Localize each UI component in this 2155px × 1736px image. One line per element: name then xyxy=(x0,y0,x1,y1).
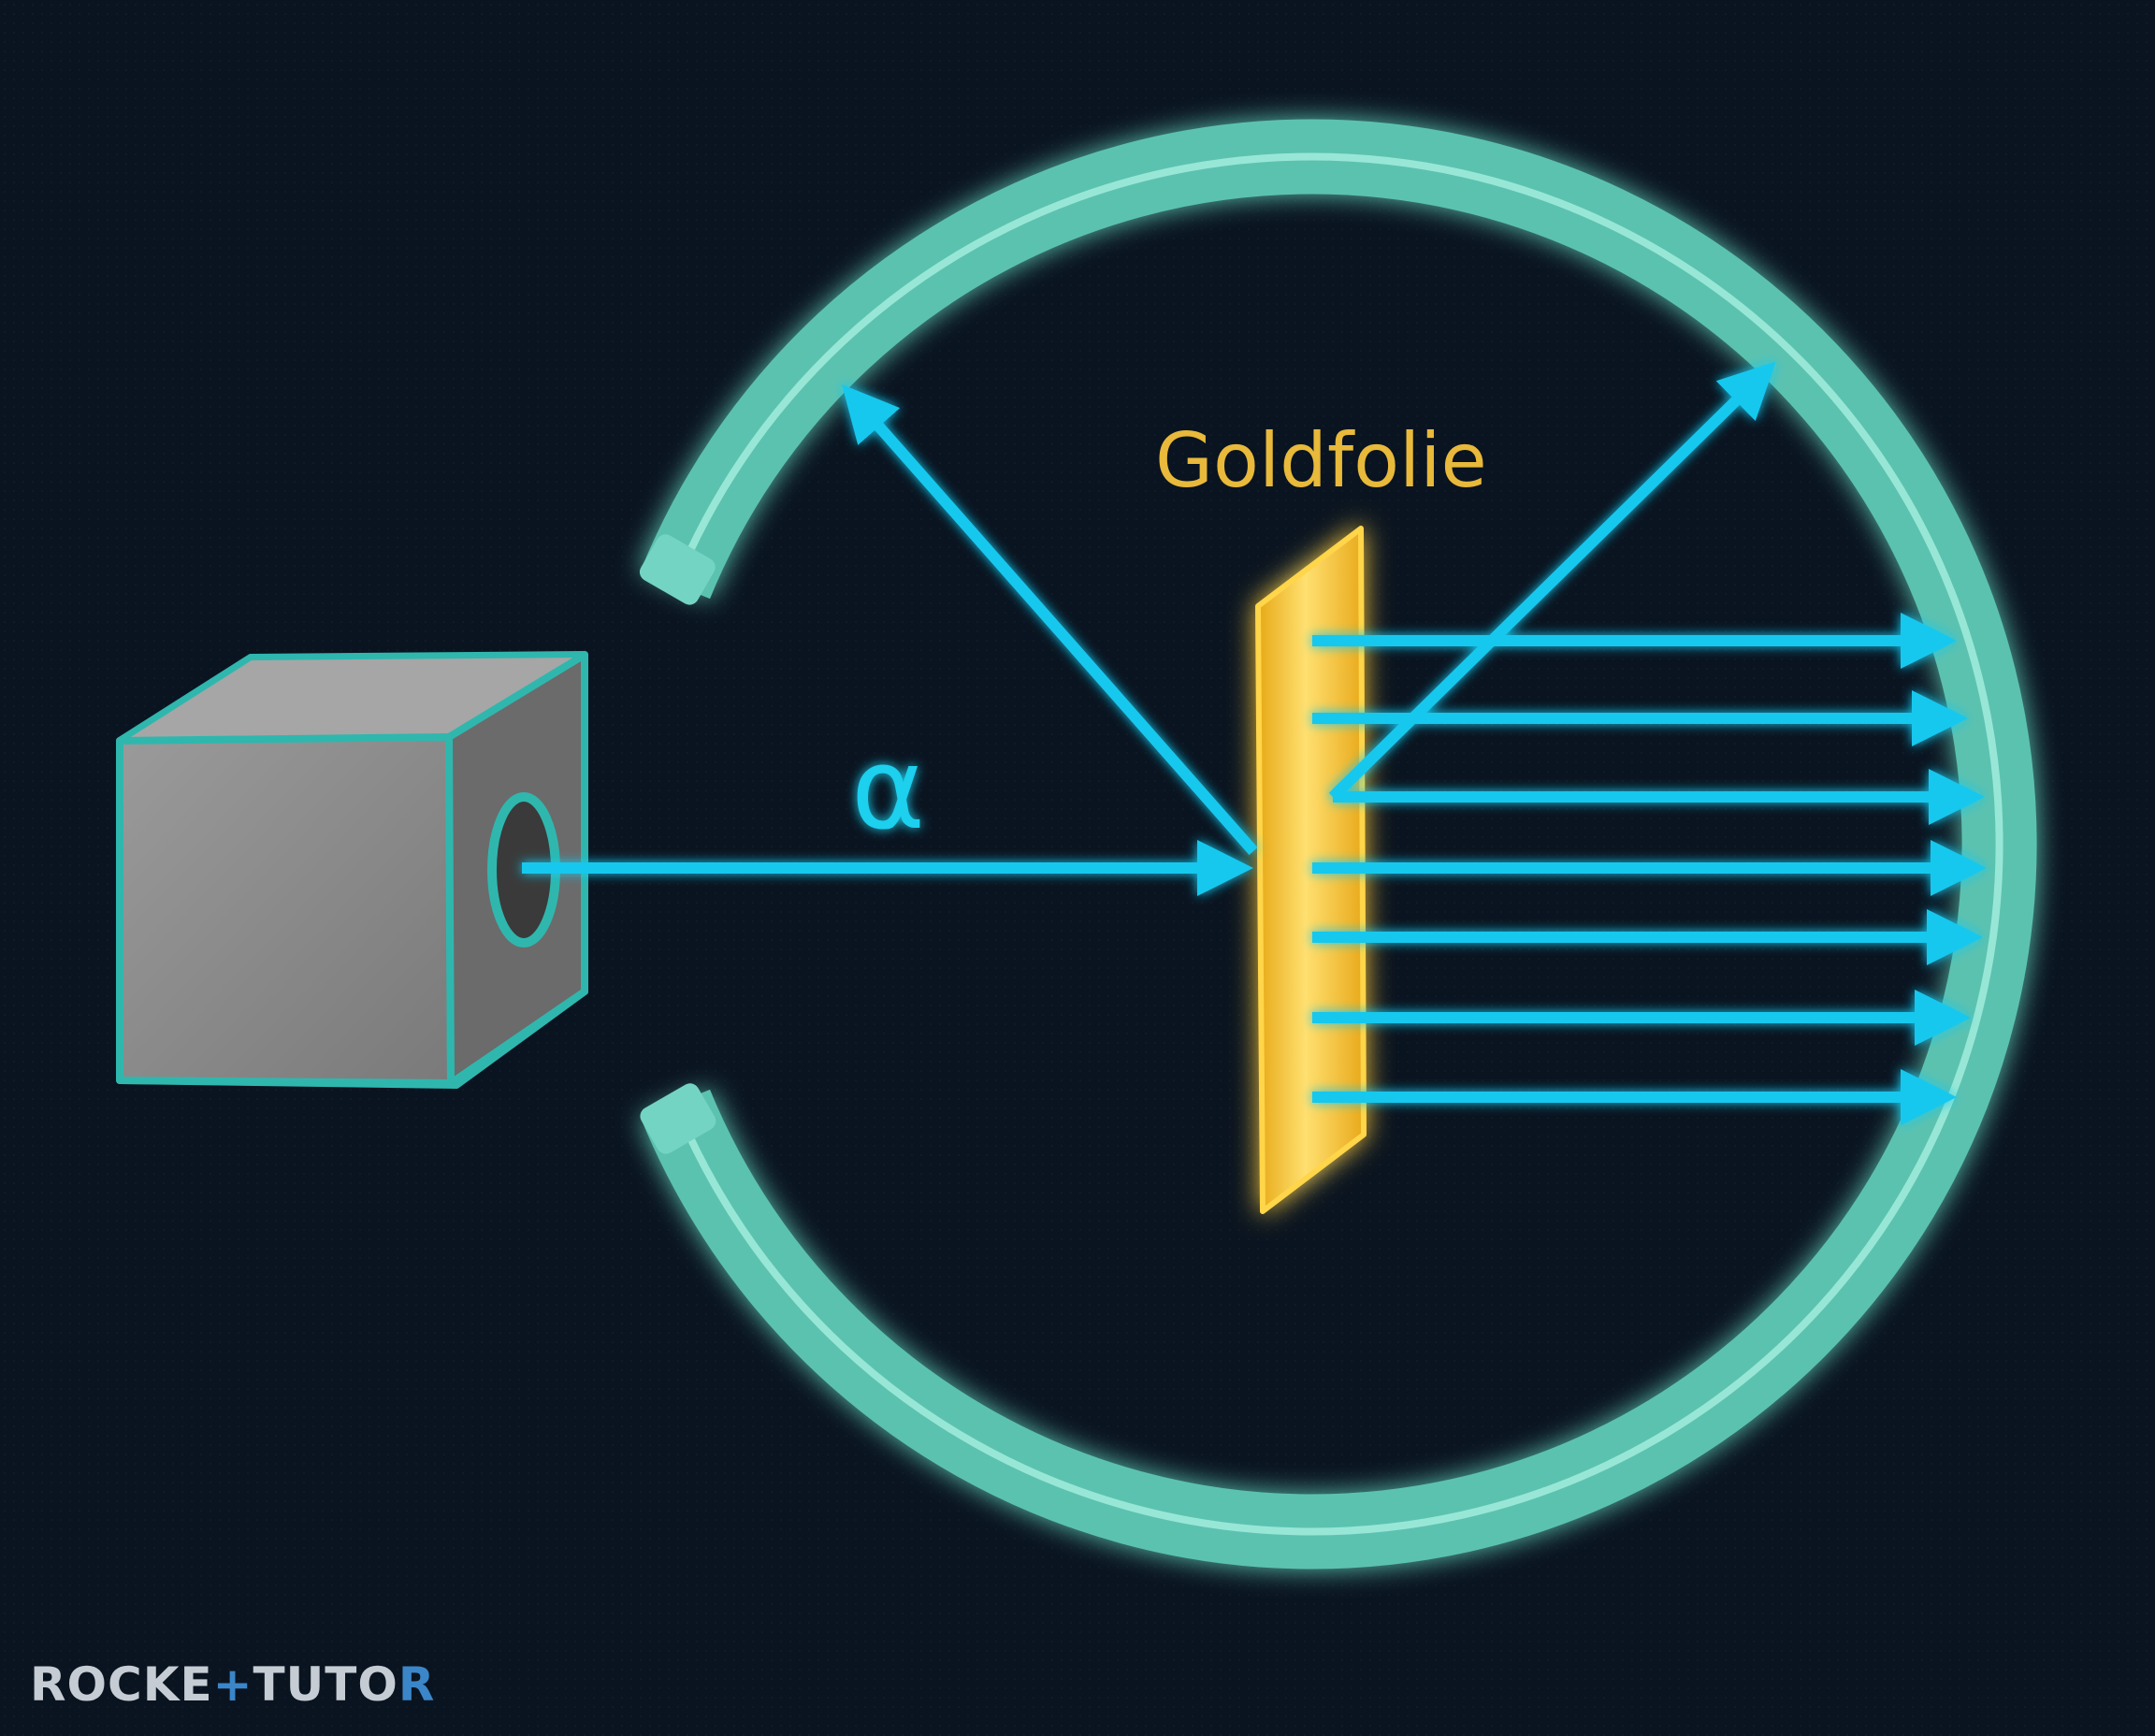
ring-end-bottom xyxy=(640,1083,716,1154)
brand-logo-plus: + xyxy=(213,1657,253,1712)
alpha-beams xyxy=(522,361,1987,1125)
brand-logo-part1: ROCKE xyxy=(30,1657,213,1712)
backscatter-beam xyxy=(842,383,1258,855)
alpha-source-box xyxy=(116,651,588,1089)
ring-end-top xyxy=(639,534,716,605)
foil-label: Goldfolie xyxy=(1155,417,1487,504)
beam-label: α xyxy=(851,725,925,855)
brand-logo-part4: R xyxy=(398,1657,436,1712)
brand-logo-part3: TUTO xyxy=(253,1657,398,1712)
brand-logo: ROCKE+TUTOR xyxy=(30,1657,435,1712)
deflected-beam xyxy=(1328,361,1776,802)
detector-ring xyxy=(641,119,2037,1570)
gold-foil xyxy=(1255,526,1367,1214)
